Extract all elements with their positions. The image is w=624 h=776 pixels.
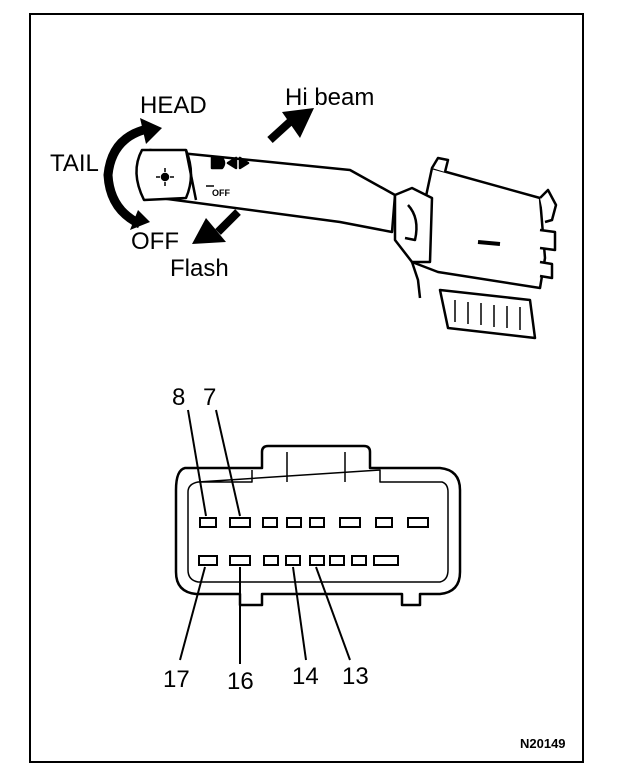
tail-label: TAIL — [50, 150, 99, 177]
switch-body — [393, 156, 558, 340]
pin-leader-lines — [179, 409, 351, 664]
pin-number-14: 14 — [292, 663, 319, 690]
lever-off-marking: OFF — [212, 188, 230, 198]
flash-arrow — [192, 209, 241, 244]
figure-frame — [29, 13, 584, 763]
head-label: HEAD — [140, 92, 207, 119]
terminal-row-bottom — [198, 555, 399, 566]
light-control-lever — [135, 148, 397, 234]
pin-number-13: 13 — [342, 663, 369, 690]
pin-number-16: 16 — [227, 668, 254, 695]
figure-code: N20149 — [520, 736, 566, 751]
pin-number-7: 7 — [203, 384, 217, 411]
hi-beam-label: Hi beam — [285, 84, 375, 111]
pin-number-17: 17 — [163, 666, 190, 693]
terminal-row-top — [199, 517, 429, 528]
rotation-arrow — [103, 118, 162, 230]
pin-number-8: 8 — [172, 384, 186, 411]
flash-label: Flash — [170, 255, 229, 282]
hi-beam-arrow — [267, 108, 314, 143]
connector-housing — [174, 444, 462, 607]
off-label: OFF — [131, 228, 179, 255]
